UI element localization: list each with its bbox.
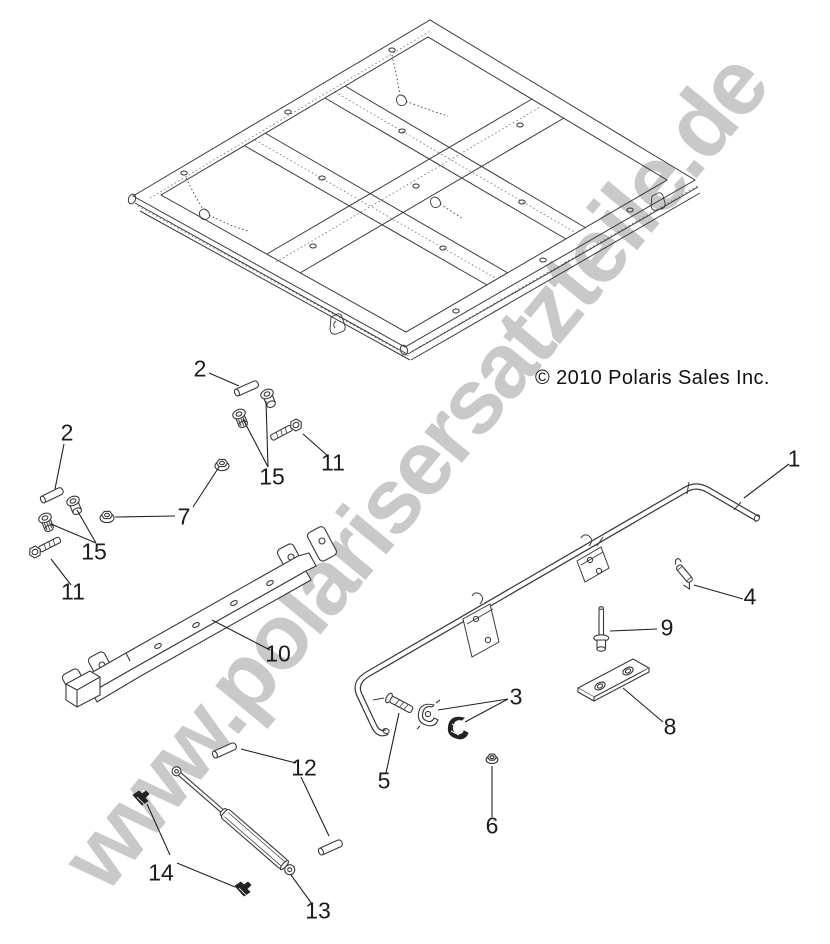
callout-12: 12	[291, 754, 317, 781]
part-11-bolt-left	[27, 535, 62, 560]
part-8-plate	[578, 659, 649, 701]
callout-2-b: 2	[60, 419, 74, 446]
part-15-bushing-middle-b	[231, 407, 250, 429]
callout-15-b: 15	[81, 538, 107, 565]
part-10-support-bracket	[61, 525, 338, 707]
callout-15-a: 15	[259, 463, 285, 490]
callout-9: 9	[660, 614, 674, 641]
part-14-clip-b	[235, 882, 251, 896]
callout-7: 7	[177, 503, 191, 530]
callout-5: 5	[377, 767, 391, 794]
callout-11-b: 11	[61, 578, 85, 605]
callout-11-a: 11	[321, 449, 345, 476]
callout-2-a: 2	[193, 355, 207, 382]
part-3-clip-a	[417, 700, 440, 729]
part-7-nut-left	[100, 511, 114, 522]
part-12-pin-b	[317, 839, 343, 856]
callout-3: 3	[509, 683, 523, 710]
part-13-gas-shock	[169, 764, 297, 877]
callout-14: 14	[148, 859, 174, 886]
part-1-pivot-rod	[358, 482, 761, 734]
leader-lines	[51, 373, 789, 904]
part-9-rivet	[594, 607, 609, 652]
callout-10: 10	[265, 640, 291, 667]
callout-1: 1	[787, 445, 801, 472]
callout-13: 13	[305, 897, 331, 924]
part-2-pin-left	[39, 487, 64, 504]
callout-4: 4	[743, 583, 757, 610]
part-5-bolt	[384, 692, 414, 715]
part-15-bushing-middle-a	[259, 387, 278, 409]
part-14-clip-a	[133, 791, 149, 805]
part-4-spring-pin	[668, 558, 698, 591]
frame-bolt-holes	[181, 48, 633, 313]
part-12-pin-a	[211, 742, 237, 759]
bed-frame-illustration	[127, 20, 700, 360]
part-11-bolt-middle	[269, 418, 304, 443]
copyright-notice: © 2010 Polaris Sales Inc.	[535, 367, 770, 389]
part-15-bushing-left-b	[37, 511, 56, 533]
frame-latch-details	[186, 55, 462, 231]
part-2-pin-middle	[233, 380, 259, 397]
callout-6: 6	[485, 812, 499, 839]
frame-bottom-hooks	[330, 193, 665, 334]
part-6-nut	[486, 754, 498, 764]
part-3-clip-b	[448, 717, 468, 739]
part-15-bushing-left-a	[65, 494, 84, 516]
callout-8: 8	[663, 713, 677, 740]
